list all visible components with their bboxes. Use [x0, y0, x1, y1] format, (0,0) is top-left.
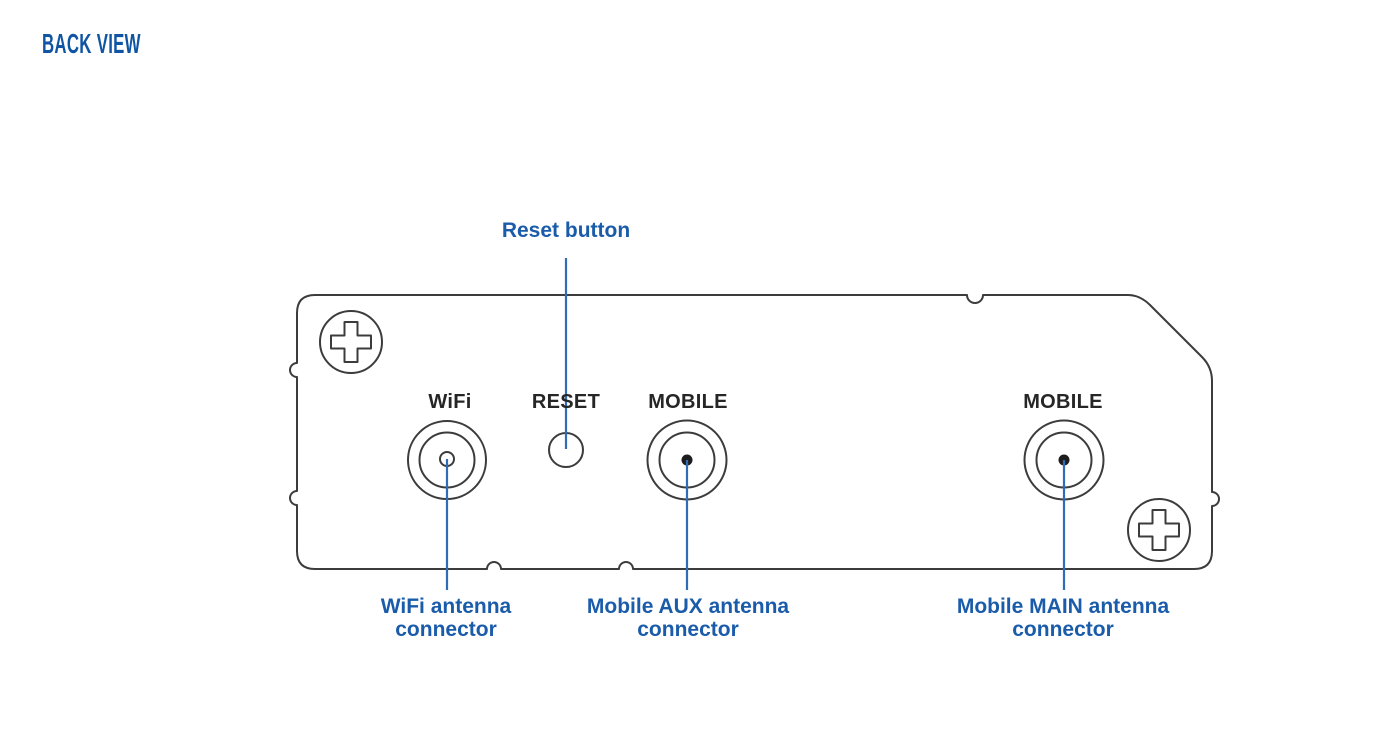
callout-line: connector [395, 618, 497, 641]
phillips-screw-icon [319, 310, 383, 374]
callout-line: Mobile MAIN antenna [956, 595, 1170, 618]
port-label-mobile-main: MOBILE [1023, 391, 1103, 413]
callout-line: connector [1012, 618, 1114, 641]
port-label-wifi: WiFi [428, 391, 472, 413]
callout-reset-button: Reset button [501, 219, 631, 242]
device-outline [289, 294, 1220, 570]
page-title: BACK VIEW [42, 28, 141, 59]
phillips-screw-icon [1127, 498, 1191, 562]
callout-line: Mobile AUX antenna [586, 595, 790, 618]
port-label-mobile-aux: MOBILE [648, 391, 728, 413]
callout-mobile-main-antenna-connector: Mobile MAIN antenna connector [957, 595, 1169, 641]
callout-wifi-antenna-connector: WiFi antenna connector [381, 595, 511, 641]
callout-mobile-aux-antenna-connector: Mobile AUX antenna connector [587, 595, 789, 641]
callout-line: connector [637, 618, 739, 641]
port-label-reset: RESET [531, 391, 601, 413]
callout-line: WiFi antenna [380, 595, 512, 618]
